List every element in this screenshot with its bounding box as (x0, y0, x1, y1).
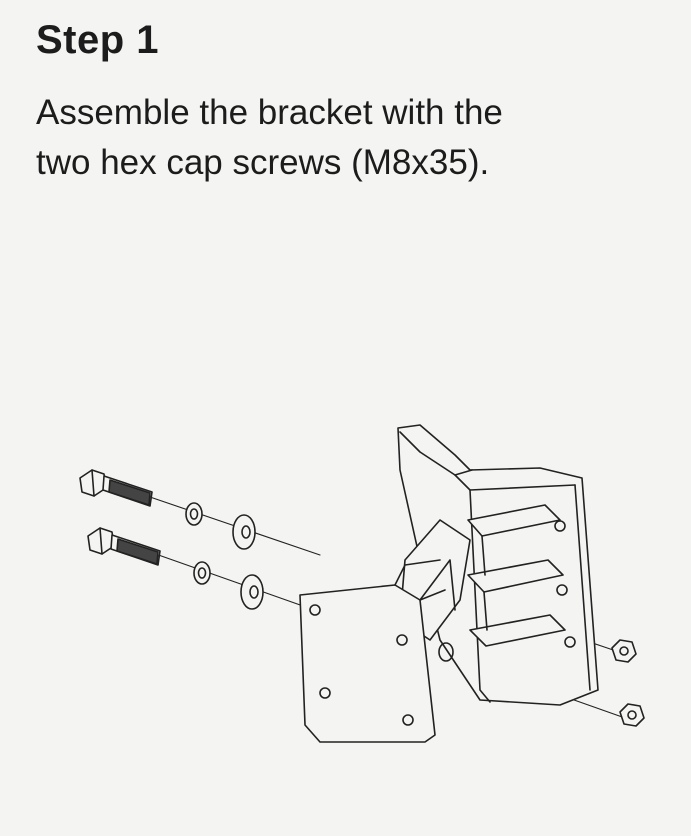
flat-washer-top (232, 514, 256, 550)
hex-nut-bottom (619, 703, 645, 727)
hex-cap-screw-top (79, 469, 153, 507)
instruction-line-2: two hex cap screws (M8x35). (36, 143, 490, 182)
hex-nut-top (611, 639, 637, 663)
lock-washer-bottom (193, 561, 211, 585)
flat-washer-bottom (240, 574, 264, 610)
instruction-line-1: Assemble the bracket with the (36, 93, 503, 132)
hex-cap-screw-bottom (87, 527, 161, 566)
mounting-plate (299, 559, 446, 743)
bracket-channel (397, 424, 599, 706)
lock-washer-top (185, 502, 203, 526)
step-instruction: Assemble the bracket with the two hex ca… (36, 88, 656, 188)
step-title: Step 1 (36, 18, 160, 62)
bracket-assembly-diagram (79, 424, 645, 743)
